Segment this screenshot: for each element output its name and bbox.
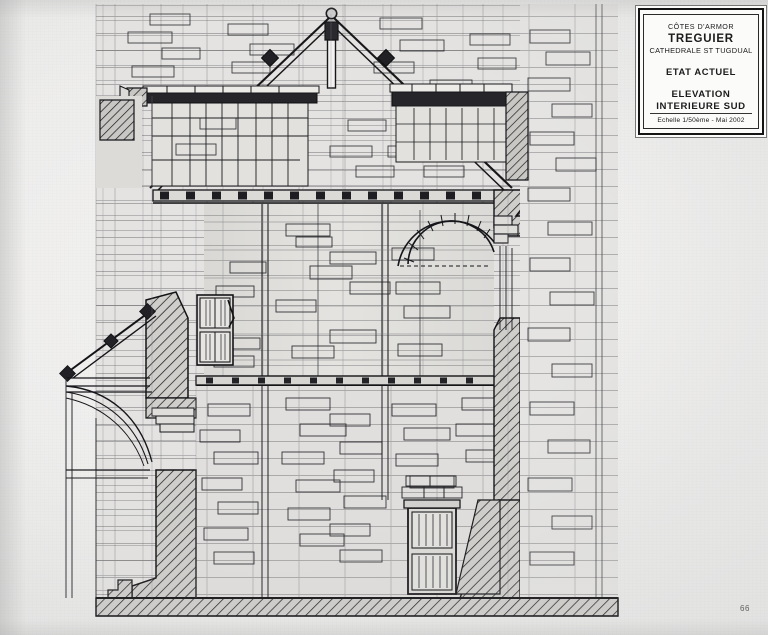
relieving-arch-voussoirs <box>397 213 495 267</box>
foundation-ground-hatch <box>95 597 619 617</box>
title-town: TREGUIER <box>668 33 734 45</box>
title-block-inner-frame: CÔTES D'ARMOR TREGUIER CATHEDRALE ST TUG… <box>643 14 759 129</box>
timber-door-lower <box>401 475 463 595</box>
upper-right-timber-detail <box>389 83 529 181</box>
title-drawing-type-line1: ELEVATION <box>671 89 731 101</box>
title-building: CATHEDRALE ST TUGDUAL <box>649 46 753 56</box>
title-department: CÔTES D'ARMOR <box>668 22 734 31</box>
right-outer-wall <box>520 4 618 600</box>
title-block-divider <box>650 113 752 115</box>
central-bay <box>204 204 494 376</box>
title-block: CÔTES D'ARMOR TREGUIER CATHEDRALE ST TUG… <box>638 8 764 135</box>
title-phase: ETAT ACTUEL <box>666 66 736 78</box>
folio-number: 66 <box>740 604 750 613</box>
left-pier-and-buttress <box>59 96 197 599</box>
construction-lines <box>151 14 509 598</box>
title-drawing-type-line2: INTERIEURE SUD <box>656 101 746 113</box>
window-opening-left <box>196 294 235 366</box>
title-scale-and-date: Echelle 1/50ème - Mai 2002 <box>657 117 745 125</box>
lower-bay-masonry <box>196 386 508 598</box>
mid-floor-beam <box>152 189 509 204</box>
